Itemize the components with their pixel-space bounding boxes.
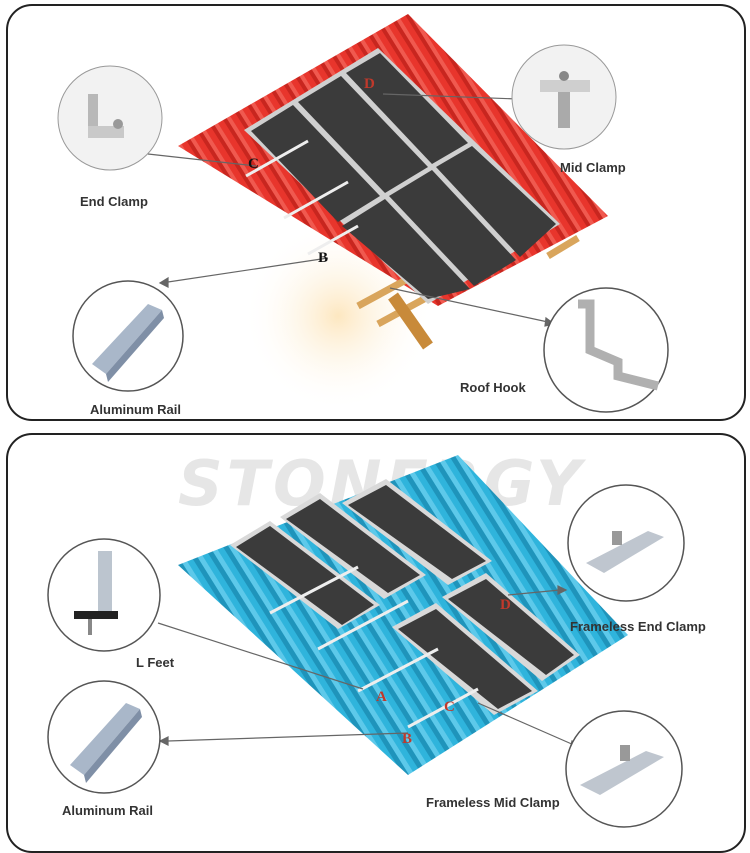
solar-array — [230, 479, 580, 729]
frameless-end-clamp-label: Frameless End Clamp — [570, 619, 706, 634]
frameless-end-clamp-icon — [586, 531, 664, 573]
aluminum-rail-icon — [70, 703, 140, 775]
aluminum-rail-icon — [92, 304, 162, 374]
marker-a: A — [376, 689, 387, 705]
roof-hook-icon — [578, 299, 660, 391]
solar-panel — [251, 105, 380, 222]
aluminum-rail-label: Aluminum Rail — [90, 402, 182, 417]
solar-panel — [348, 485, 486, 579]
l-feet-label: L Feet — [136, 655, 175, 670]
frameless-mid-clamp-inset — [565, 710, 683, 828]
end-clamp-inset — [57, 65, 163, 171]
aluminum-rail-inset — [72, 280, 184, 392]
aluminum-rail-inset — [47, 680, 161, 794]
roof-hook-label: Roof Hook — [460, 380, 526, 395]
tile-roof-illustration — [57, 14, 669, 413]
marker-c: C — [248, 156, 259, 172]
solar-panel — [342, 199, 470, 299]
solar-panel — [436, 146, 556, 257]
l-feet-icon — [98, 551, 112, 611]
tile-roof-diagram: C D B End Clamp Mid Clamp Aluminum Rail … — [6, 4, 746, 421]
solar-panel — [398, 609, 532, 709]
solar-panel — [346, 53, 468, 164]
solar-array — [244, 48, 560, 304]
roof-hook-inset — [543, 287, 669, 413]
mid-clamp-label: Mid Clamp — [560, 160, 626, 175]
solar-panel — [298, 76, 428, 193]
mid-clamp-icon — [540, 80, 590, 92]
marker-d: D — [364, 76, 375, 92]
frameless-end-clamp-inset — [567, 484, 685, 602]
end-clamp-label: End Clamp — [80, 194, 148, 209]
solar-panel — [389, 170, 516, 286]
solar-panel — [236, 526, 374, 625]
marker-c: C — [444, 699, 455, 715]
marker-b: B — [402, 731, 413, 747]
aluminum-rail-label: Aluminum Rail — [62, 803, 154, 818]
l-feet-inset — [47, 538, 161, 652]
marker-d: D — [500, 597, 511, 613]
solar-panel — [448, 579, 574, 675]
frameless-mid-clamp-icon — [580, 751, 664, 795]
metal-roof-illustration — [47, 455, 685, 828]
metal-roof-diagram: STONERGY — [6, 433, 746, 853]
solar-panel — [286, 499, 420, 593]
frameless-mid-clamp-label: Frameless Mid Clamp — [426, 795, 560, 810]
mid-clamp-inset — [511, 44, 617, 150]
end-clamp-icon — [88, 94, 98, 138]
marker-b: B — [318, 250, 329, 266]
callout-lines — [147, 93, 556, 327]
